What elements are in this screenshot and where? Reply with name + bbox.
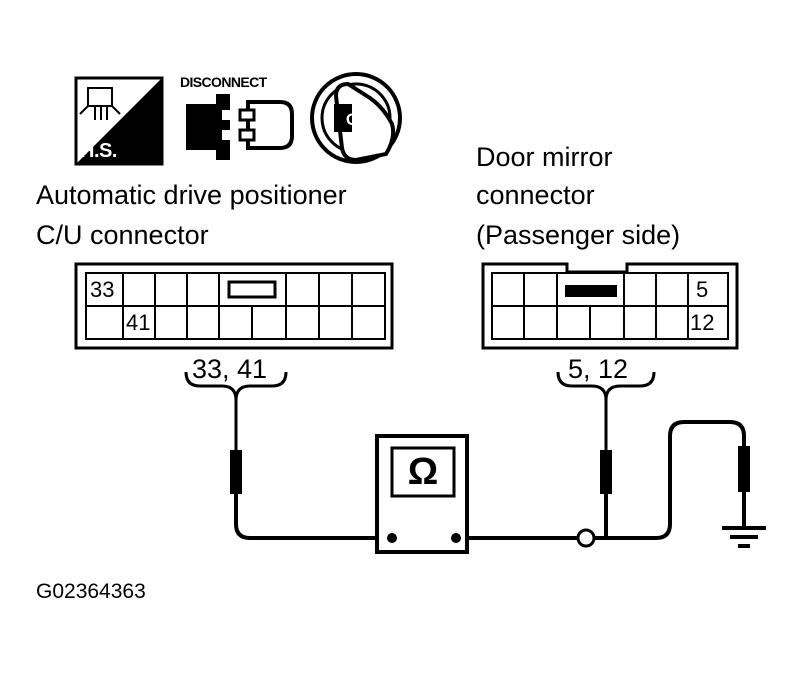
right-connector-title-line3: (Passenger side) bbox=[476, 220, 681, 250]
ohm-symbol-icon: Ω bbox=[407, 451, 439, 493]
disconnect-label: DISCONNECT bbox=[180, 74, 267, 90]
right-connector-title-line2: connector bbox=[476, 180, 595, 210]
lead-junction bbox=[576, 528, 596, 548]
right-pin-top-number: 5 bbox=[696, 277, 709, 302]
ground-symbol-icon bbox=[722, 526, 766, 548]
test-leads bbox=[234, 420, 746, 540]
right-pin-bottom-number: 12 bbox=[690, 310, 715, 335]
left-pin-top-number: 33 bbox=[90, 277, 115, 302]
left-connector-title-line2: C/U connector bbox=[36, 220, 209, 250]
left-measured-pins: 33, 41 bbox=[192, 354, 268, 384]
figure-id: G02364363 bbox=[36, 580, 146, 603]
right-connector-face bbox=[481, 262, 739, 350]
harness-side-label: H.S. bbox=[80, 140, 117, 162]
right-measured-pins: 5, 12 bbox=[568, 354, 629, 384]
ohmmeter bbox=[375, 434, 469, 554]
right-test-probe bbox=[600, 400, 612, 494]
harness-side-icon bbox=[74, 76, 164, 166]
left-test-probe bbox=[230, 400, 242, 494]
ground-test-probe bbox=[738, 446, 750, 492]
left-connector-title-line1: Automatic drive positioner bbox=[36, 180, 347, 210]
right-connector-title-line1: Door mirror bbox=[476, 142, 613, 172]
left-pin-bottom-number: 41 bbox=[126, 310, 151, 335]
left-connector-face bbox=[74, 262, 394, 350]
disconnect-connector-icon bbox=[186, 94, 294, 160]
ignition-key-icon bbox=[310, 72, 402, 164]
